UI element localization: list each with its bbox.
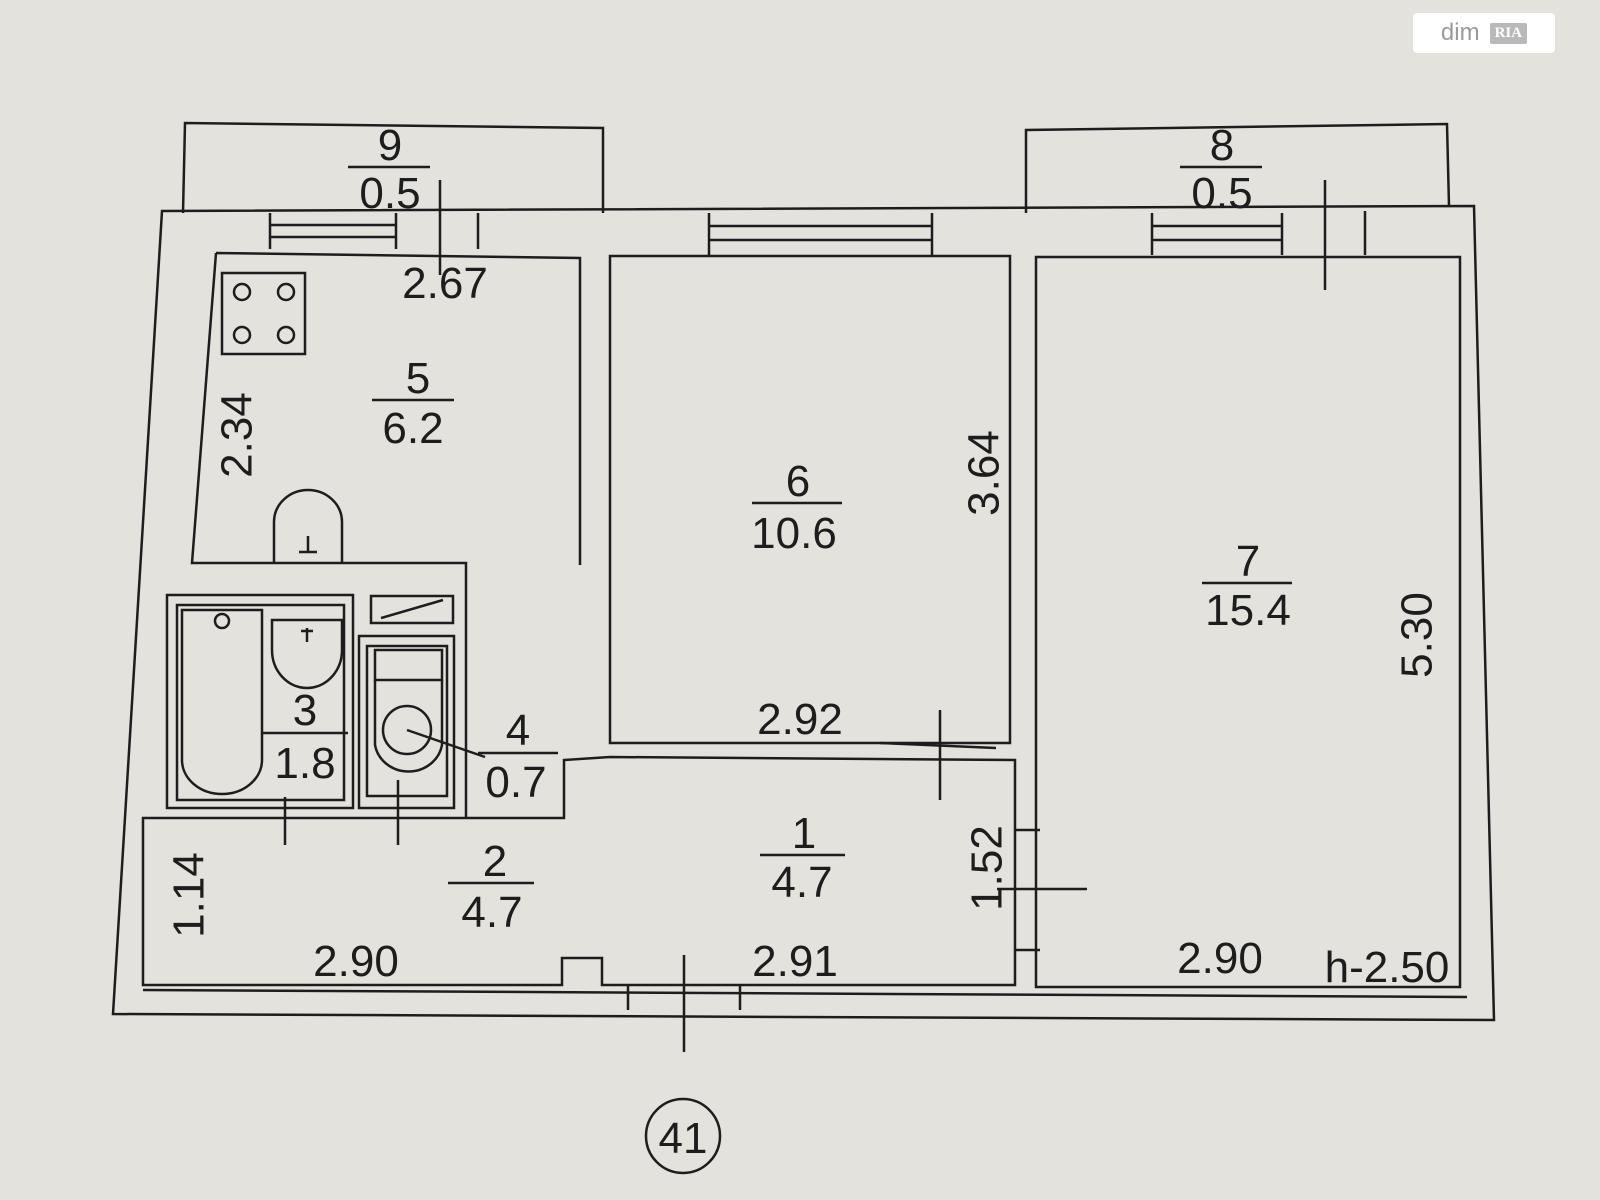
door-room-7-frame bbox=[1015, 828, 1040, 952]
dimension-corridor-depth: 1.14 bbox=[165, 852, 214, 938]
dimension-room-7-depth: 5.30 bbox=[1393, 592, 1442, 678]
room-3-number: 3 bbox=[293, 686, 317, 735]
stove-icon bbox=[220, 271, 307, 356]
room-9-number: 9 bbox=[378, 121, 402, 170]
balcony-9-outline bbox=[181, 121, 605, 214]
dimension-hall-width: 2.91 bbox=[752, 937, 838, 986]
bathtub-icon bbox=[180, 608, 264, 796]
washbasin-icon bbox=[270, 618, 344, 690]
room-8-area: 0.5 bbox=[1191, 169, 1252, 218]
room-4-area: 0.7 bbox=[485, 758, 546, 807]
room-3-inner bbox=[175, 603, 346, 802]
room-5-area: 6.2 bbox=[382, 404, 443, 453]
watermark-badge: RIA bbox=[1489, 22, 1528, 44]
window-kitchen bbox=[268, 213, 480, 249]
dimension-room-6-depth: 3.64 bbox=[960, 430, 1009, 516]
room-7-area: 15.4 bbox=[1205, 586, 1291, 635]
outer-wall bbox=[111, 204, 1496, 1022]
dimension-room-6-width: 2.92 bbox=[757, 695, 843, 744]
dimension-room-7-width: 2.90 bbox=[1177, 934, 1263, 983]
room-6-walls bbox=[608, 254, 1012, 745]
room-1-number: 1 bbox=[792, 809, 816, 858]
room-8-number: 8 bbox=[1210, 121, 1234, 170]
room-2-number: 2 bbox=[483, 837, 507, 886]
shelf-icon bbox=[369, 594, 455, 625]
room-6-area: 10.6 bbox=[751, 509, 837, 558]
watermark-brand: dim bbox=[1440, 19, 1480, 46]
balcony-8-outline bbox=[1024, 122, 1451, 213]
room-7-number: 7 bbox=[1236, 537, 1260, 586]
room-4-inner bbox=[365, 644, 449, 798]
apartment-number: 41 bbox=[659, 1114, 708, 1163]
room-4-walls bbox=[357, 634, 456, 810]
door-entrance-frame bbox=[626, 985, 742, 1010]
room-5-walls bbox=[190, 251, 582, 818]
ceiling-height: h-2.50 bbox=[1325, 943, 1450, 992]
dimension-hall-depth: 1.52 bbox=[963, 825, 1012, 911]
window-room-7 bbox=[1150, 211, 1367, 255]
room-6-number: 6 bbox=[786, 457, 810, 506]
dimension-kitchen-width: 2.67 bbox=[402, 259, 488, 308]
room-4-number: 4 bbox=[506, 706, 530, 755]
room-1-walls bbox=[141, 755, 1017, 987]
apartment-number-circle bbox=[644, 1097, 722, 1175]
door-room-6-frame bbox=[879, 741, 997, 750]
toilet-icon bbox=[373, 648, 486, 773]
room-5-number: 5 bbox=[406, 354, 430, 403]
room-1-area: 4.7 bbox=[771, 858, 832, 907]
dimension-kitchen-depth: 2.34 bbox=[213, 392, 262, 478]
room-9-area: 0.5 bbox=[359, 169, 420, 218]
dimension-corridor-width: 2.90 bbox=[313, 937, 399, 986]
window-room-6 bbox=[707, 213, 934, 255]
room-2-area: 4.7 bbox=[461, 888, 522, 937]
room-3-area: 1.8 bbox=[274, 739, 335, 788]
inner-wall-line bbox=[142, 988, 1468, 999]
room-7-walls bbox=[1034, 255, 1462, 989]
watermark-logo: dim RIA bbox=[1413, 13, 1555, 53]
kitchen-sink-icon bbox=[272, 488, 344, 563]
room-3-walls bbox=[165, 593, 355, 810]
